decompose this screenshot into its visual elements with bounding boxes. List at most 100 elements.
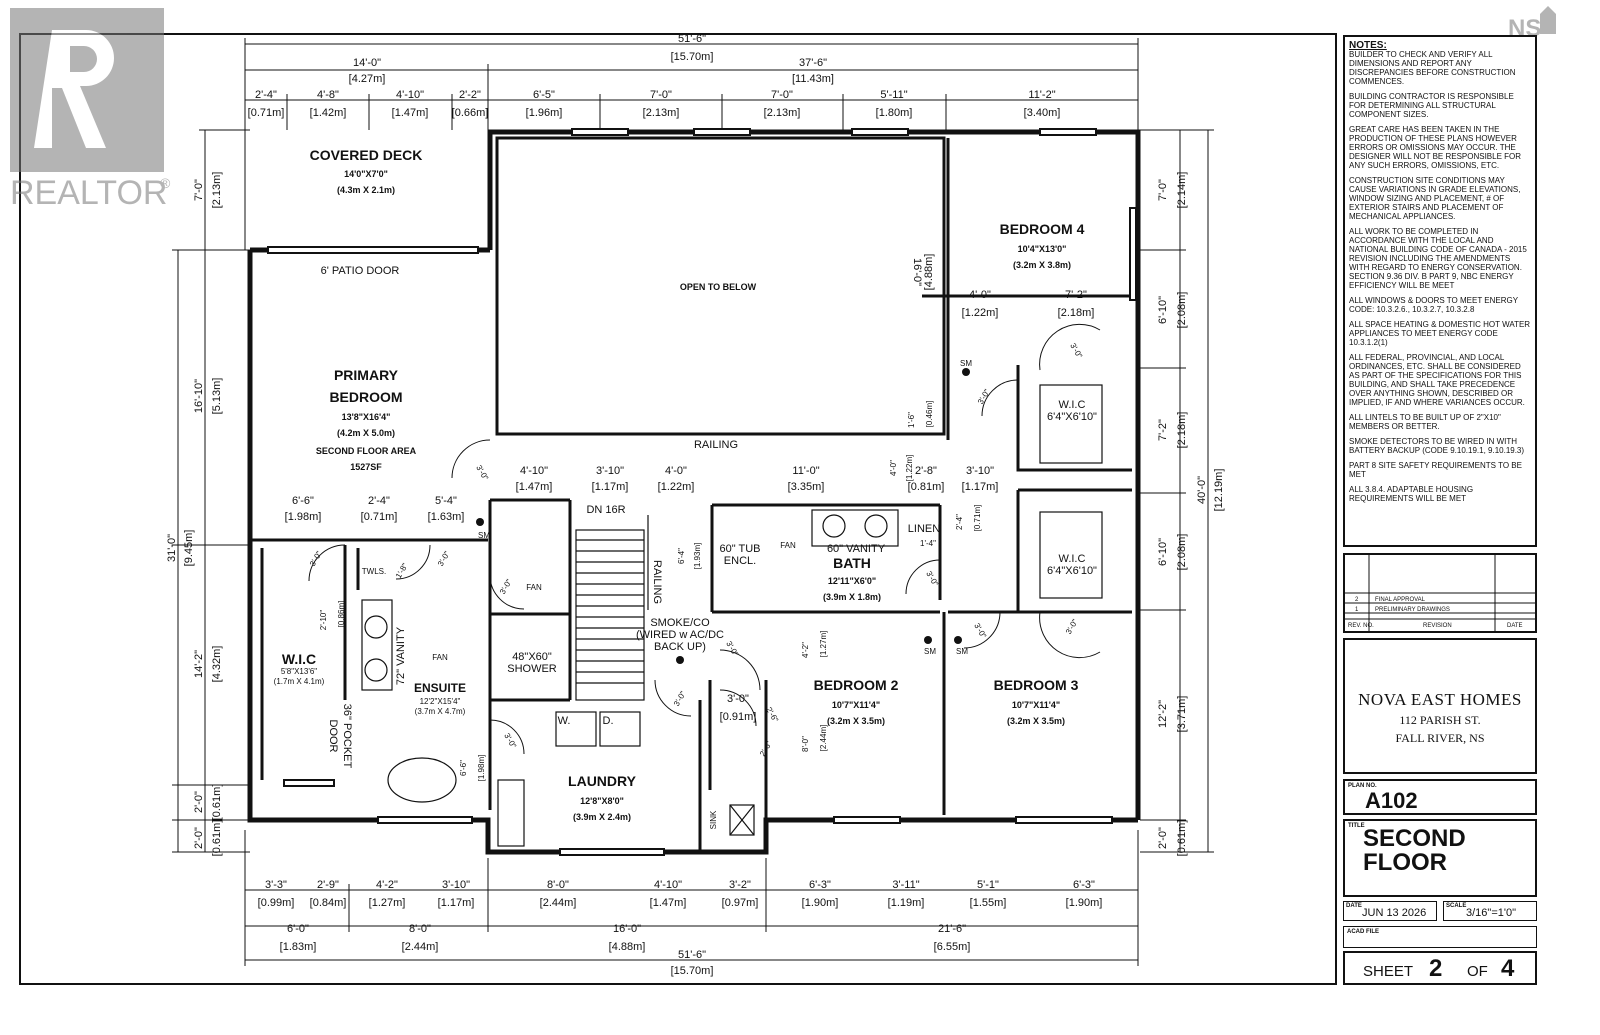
vanity-72-label: 72" VANITY	[395, 626, 407, 685]
rev-no: 2	[1355, 597, 1359, 603]
pocket-door-label: 36" POCKET	[341, 704, 353, 769]
note-item: ALL FEDERAL, PROVINCIAL, AND LOCAL ORDIN…	[1349, 353, 1525, 407]
int-dim: 4'-10"	[520, 465, 548, 477]
dim-right-seg: 12'-2"	[1157, 700, 1169, 728]
title-label: TITLE	[1348, 823, 1365, 829]
dim-bot-seg: 6'-3"	[1073, 879, 1095, 891]
int-dim-m: [0.71m]	[973, 505, 982, 532]
sink-label: SINK	[709, 810, 718, 829]
dim-bot-row2: 8'-0"	[409, 923, 431, 935]
dim-left-seg: 2'-0"	[193, 827, 205, 849]
dim-right-seg-m: [0.61m]	[1176, 820, 1188, 857]
int-dim-m: [1.47m]	[516, 481, 553, 493]
windows	[267, 128, 1137, 856]
interior-dims: 4'-10" [1.47m] 3'-10" [1.17m] 4'-0" [1.2…	[285, 254, 1095, 782]
int-dim: 8'-0"	[801, 736, 810, 752]
note-item: PART 8 SITE SAFETY REQUIREMENTS TO BE ME…	[1349, 461, 1522, 479]
room-metric: (1.7m X 4.1m)	[274, 677, 325, 686]
door-size-label: 3'-0"	[1068, 342, 1084, 360]
dim-left-seg-m: [4.32m]	[211, 646, 223, 683]
smoke-co-label: (WIRED w AC/DC	[636, 629, 724, 641]
door-size-label: 3'-0"	[972, 622, 988, 640]
dim-right-seg: 2'-0"	[1157, 827, 1169, 849]
left-dims-text: 31'-0" [9.45m] 7'-0" [2.13m] 16'-10" [5.…	[166, 172, 223, 857]
int-dim-m: [1.93m]	[693, 543, 702, 570]
dim-top-seg: 4'-10"	[396, 89, 424, 101]
room-size: 14'0"X7'0"	[344, 169, 388, 179]
int-dim-m: [1.17m]	[592, 481, 629, 493]
dim-bot-seg-m: [1.27m]	[369, 897, 406, 909]
dim-bot-row2-m: [6.55m]	[934, 941, 971, 953]
door-size-label: 3'-0"	[724, 640, 740, 658]
room-bath: BATH	[833, 555, 871, 571]
int-dim-m: [2.18m]	[1058, 307, 1095, 319]
date-scale-row: DATE JUN 13 2026 SCALE 3/16"=1'0"	[1343, 901, 1537, 923]
dim-right-seg-m: [2.14m]	[1176, 172, 1188, 209]
dim-bot-seg-m: [1.17m]	[438, 897, 475, 909]
room-primary-2: BEDROOM	[329, 389, 402, 405]
int-dim-m: [1.27m]	[819, 631, 828, 658]
int-dim-m: [1.63m]	[428, 511, 465, 523]
plan-number: A102	[1365, 788, 1418, 813]
registered-mark: ®	[160, 175, 171, 191]
note-item: BUILDING CONTRACTOR IS RESPONSIBLE FOR D…	[1349, 92, 1514, 119]
int-dim: 7'-2"	[1065, 289, 1087, 301]
floor-area-value: 1527SF	[350, 462, 382, 472]
dim-bot-seg: 5'-1"	[977, 879, 999, 891]
sheet-title: SECOND FLOOR	[1363, 827, 1466, 875]
dim-top-overall: 51'-6"	[678, 33, 706, 45]
dim-bot-seg: 3'-2"	[729, 879, 751, 891]
dim-top-seg-m: [2.13m]	[764, 107, 801, 119]
room-bedroom-3: BEDROOM 3	[994, 677, 1079, 693]
room-wic-b3: W.I.C	[1059, 553, 1086, 565]
rev-text: PRELIMINARY DRAWINGS	[1375, 607, 1450, 613]
rev-no: 1	[1355, 607, 1359, 613]
realtor-wordmark: REALTOR	[10, 174, 167, 212]
int-dim: 2'-4"	[368, 495, 390, 507]
dim-top-seg-m: [1.47m]	[392, 107, 429, 119]
dim-bot-seg-m: [1.90m]	[1066, 897, 1103, 909]
notes-title: NOTES:	[1349, 40, 1387, 51]
int-dim: 2'-4"	[955, 514, 964, 530]
dim-top-seg-m: [3.40m]	[1024, 107, 1061, 119]
dim-top-seg-m: [1.80m]	[876, 107, 913, 119]
dim-left-seg: 16'-10"	[193, 379, 205, 413]
shower-label: SHOWER	[507, 663, 557, 675]
door-size-label: 2'-6"	[758, 739, 774, 757]
pocket-door-label: DOOR	[327, 720, 339, 753]
smoke-detectors	[476, 368, 970, 664]
fan-label: FAN	[432, 653, 448, 662]
door-size-label: 3'-0"	[502, 732, 518, 750]
dim-top-seg-m: [0.66m]	[452, 107, 489, 119]
room-size: 6'4"X6'10"	[1047, 565, 1097, 577]
int-dim-m: [1.22m]	[905, 455, 914, 482]
railing-label-stair: RAILING	[651, 560, 663, 604]
interior-walls	[250, 136, 1138, 850]
dim-bot-seg-m: [1.47m]	[650, 897, 687, 909]
room-size: 10'4"X13'0"	[1018, 244, 1067, 254]
sm-label: SM	[960, 359, 972, 368]
revision-grid: 2 FINAL APPROVAL 1 PRELIMINARY DRAWINGS …	[1345, 555, 1535, 631]
railing-label: RAILING	[694, 439, 738, 451]
dim-right-seg: 7'-2"	[1157, 419, 1169, 441]
room-metric: (3.2m X 3.5m)	[827, 716, 885, 726]
dim-left-seg-m: [2.13m]	[211, 172, 223, 209]
dim-right-seg-m: [2.08m]	[1176, 534, 1188, 571]
dryer-label: D.	[603, 715, 614, 727]
dim-left-outer-m: [9.45m]	[183, 530, 195, 567]
right-dims-text: 40'-0" [12.19m] 7'-0" [2.14m] 6'-10" [2.…	[1157, 172, 1225, 857]
note-item: ALL WORK TO BE COMPLETED IN ACCORDANCE W…	[1349, 227, 1527, 290]
room-ensuite: ENSUITE	[414, 681, 466, 695]
room-metric: (4.2m X 5.0m)	[337, 428, 395, 438]
room-open-below: OPEN TO BELOW	[680, 282, 757, 292]
fan-label: FAN	[780, 541, 796, 550]
sm-label: SM	[956, 647, 968, 656]
room-covered-deck: COVERED DECK	[310, 147, 423, 163]
tub-label: 60" TUB	[720, 543, 761, 555]
dim-left-seg-m: [5.13m]	[211, 378, 223, 415]
scale-value: 3/16"=1'0"	[1466, 907, 1516, 919]
int-dim: 2'-8"	[915, 465, 937, 477]
linen-label: LINEN	[908, 523, 940, 535]
dim-top-seg: 6'-5"	[533, 89, 555, 101]
dim-right-seg-m: [2.08m]	[1176, 292, 1188, 329]
